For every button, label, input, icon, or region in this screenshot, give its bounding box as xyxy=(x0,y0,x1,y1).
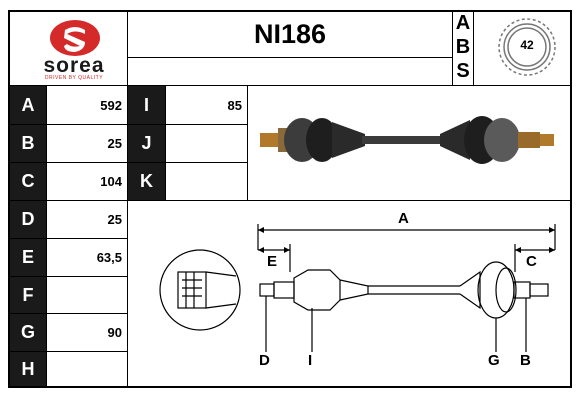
dim-value-h xyxy=(47,352,127,386)
dim-value-f xyxy=(47,277,127,313)
abs-teeth-count: 42 xyxy=(520,38,534,52)
spec-sheet-frame xyxy=(8,10,572,388)
sorea-logo-mark xyxy=(50,20,100,56)
diagram-label-i: I xyxy=(308,352,313,369)
dim-label-a: A xyxy=(10,86,46,124)
shaft-drawing xyxy=(159,224,556,352)
technical-diagram: A E C D I G B xyxy=(130,202,570,386)
abs-letter-b: B xyxy=(455,35,471,58)
dim-value-i: 85 xyxy=(227,97,242,113)
dim-label-i: I xyxy=(128,86,165,124)
diagram-label-b: B xyxy=(520,352,531,369)
dim-label-b: B xyxy=(10,125,46,162)
diagram-label-g: G xyxy=(488,352,500,369)
gear-icon xyxy=(498,18,556,76)
abs-letter-a: A xyxy=(455,11,471,34)
diagram-label-d: D xyxy=(259,352,270,369)
diagram-label-a: A xyxy=(398,210,409,227)
diagram-label-c: C xyxy=(526,253,537,270)
drive-shaft-photo xyxy=(250,88,568,198)
dim-label-e: E xyxy=(10,239,46,276)
dim-label-d: D xyxy=(10,201,46,238)
dim-label-c: C xyxy=(10,163,46,200)
dim-value-a: 592 xyxy=(100,97,122,113)
dim-label-h: H xyxy=(10,352,46,386)
dim-label-g: G xyxy=(10,314,46,351)
dim-label-k: K xyxy=(128,163,165,200)
dim-label-f: F xyxy=(10,277,46,313)
dim-value-b: 25 xyxy=(107,136,122,151)
dim-value-e: 63,5 xyxy=(96,250,122,265)
abs-gear: 42 xyxy=(487,12,567,82)
brand-logo: sorea DRIVEN BY QUALITY xyxy=(10,12,128,82)
dim-value-d: 25 xyxy=(107,212,122,227)
dim-value-j xyxy=(166,125,247,162)
brand-name: sorea xyxy=(43,54,105,77)
abs-letter-s: S xyxy=(456,60,470,82)
dim-value-k xyxy=(166,163,247,200)
dim-value-c: 104 xyxy=(100,174,122,189)
dim-value-g: 90 xyxy=(107,325,122,340)
brand-tagline: DRIVEN BY QUALITY xyxy=(44,75,104,81)
dim-label-j: J xyxy=(128,125,165,162)
diagram-label-e: E xyxy=(267,253,278,270)
part-number-title: NI186 xyxy=(253,19,327,49)
drive-shaft-image xyxy=(260,116,554,164)
